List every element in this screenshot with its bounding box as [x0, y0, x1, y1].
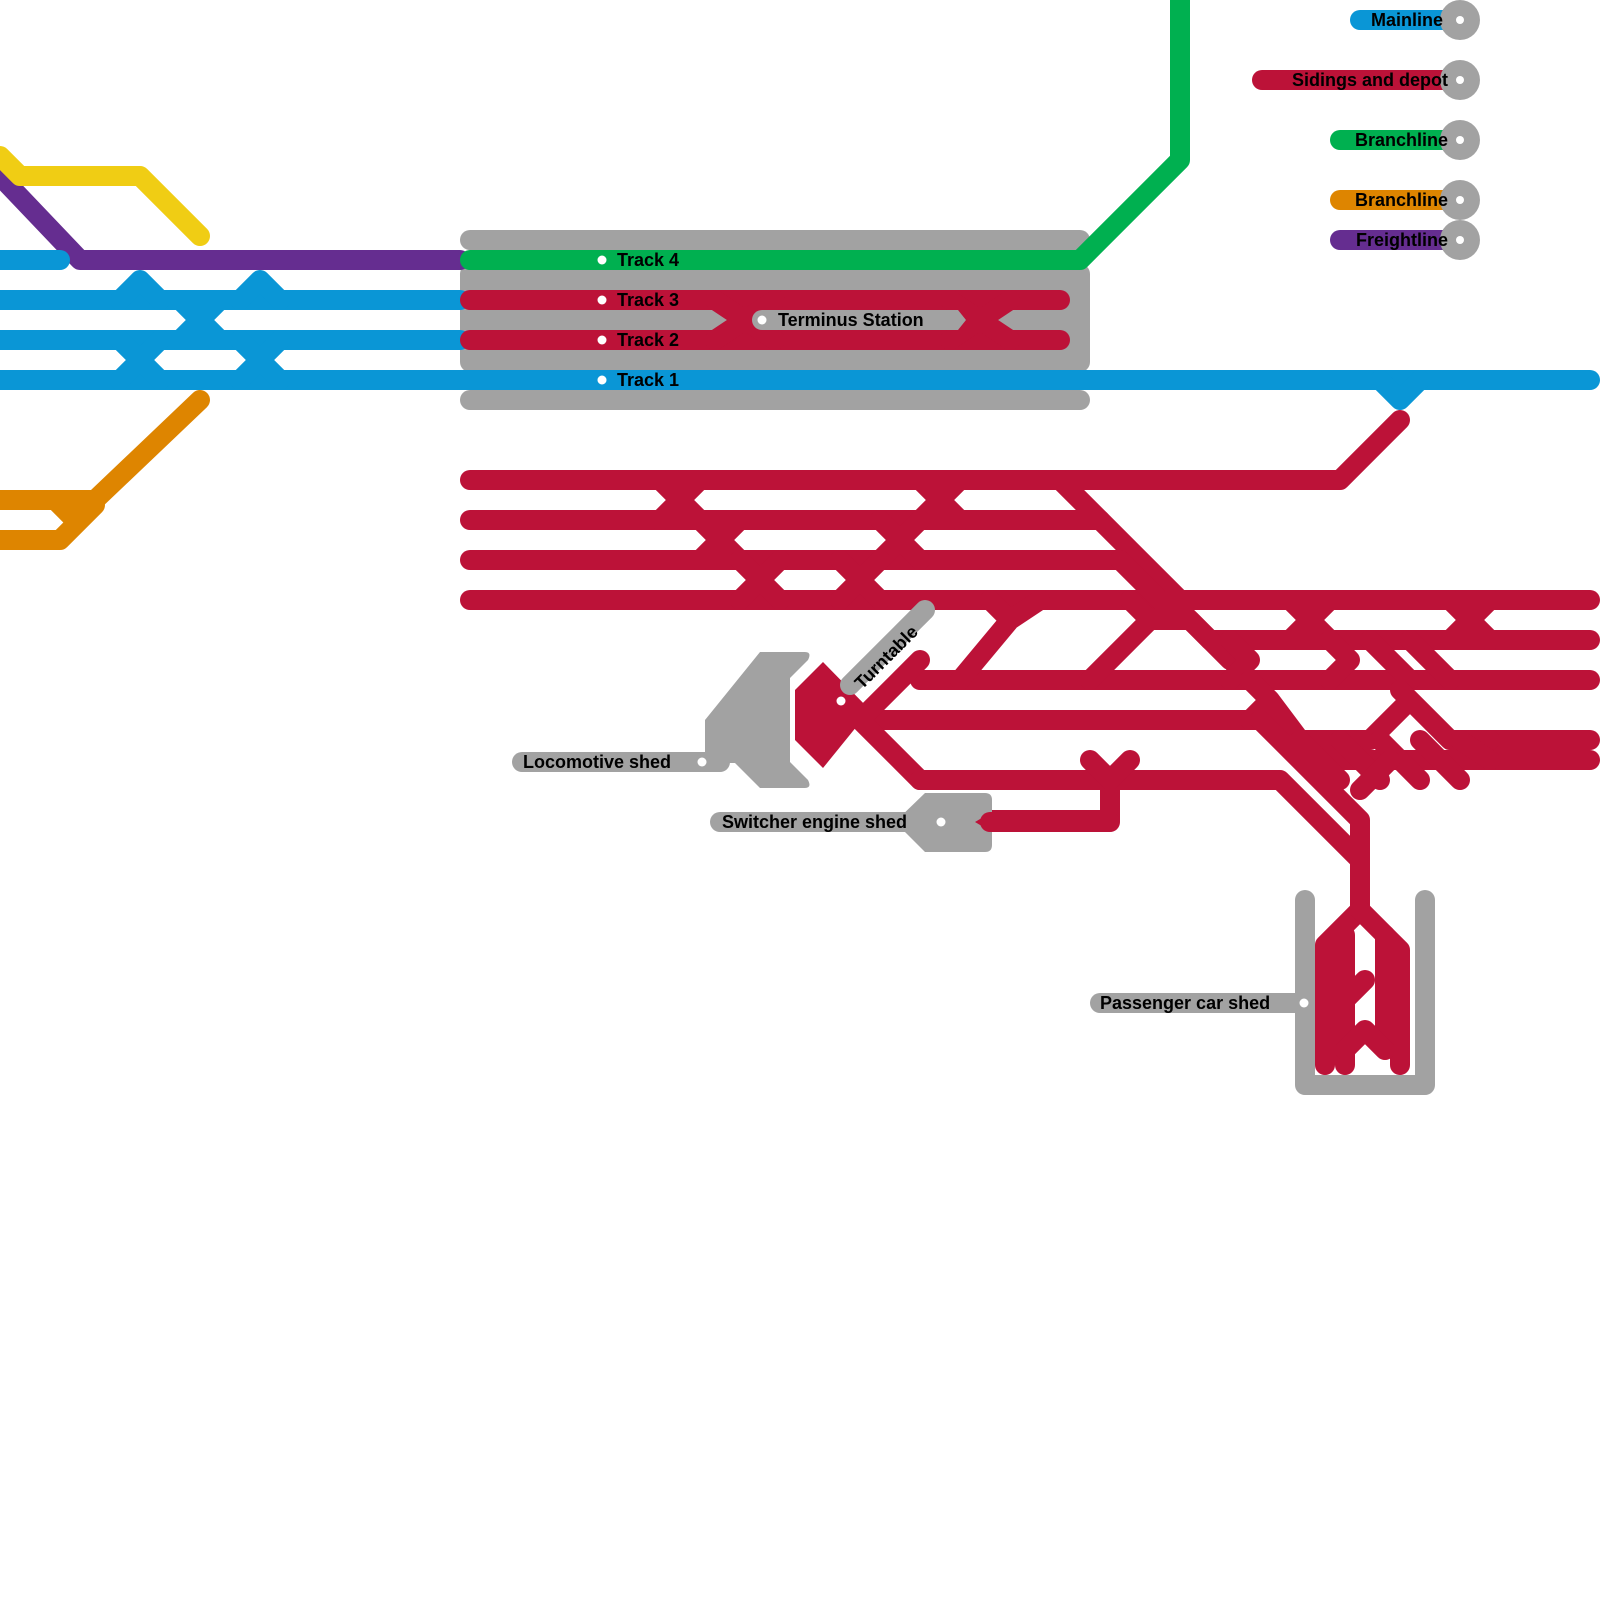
passenger-shed-crossover	[1335, 1020, 1395, 1060]
mainline-crossover	[110, 270, 170, 310]
station-crossover	[705, 290, 785, 350]
legend-item-mainline: Mainline	[1350, 0, 1480, 40]
yard-crossover	[1220, 630, 1360, 690]
locomotive-shed: Locomotive shed	[512, 652, 810, 788]
track-4-dot	[597, 255, 607, 265]
mainline-crossover	[110, 330, 170, 390]
track-2-label: Track 2	[617, 330, 679, 350]
mainline-crossover	[1370, 370, 1430, 410]
passenger-shed-track	[1350, 900, 1410, 1075]
track-2-dot	[597, 335, 607, 345]
freightline-track	[0, 166, 470, 270]
yard-crossover	[1050, 470, 1110, 530]
legend-item-freight: Freightline	[1330, 220, 1480, 260]
passenger-shed-wall	[1295, 890, 1435, 1095]
yard-crossover	[1110, 550, 1170, 610]
station-name: Terminus Station	[778, 310, 924, 330]
orange-branch-track	[0, 390, 210, 550]
track-1-label: Track 1	[617, 370, 679, 390]
yard-crossover	[1360, 630, 1460, 690]
station-name-pill	[752, 310, 966, 330]
switcher-shed: Switcher engine shed	[710, 793, 1120, 852]
locomotive-shed-dot	[697, 757, 707, 767]
legend-item-branch-orange: Branchline	[1330, 180, 1480, 220]
mainline-crossover	[170, 290, 230, 350]
legend-item-branch-green: Branchline	[1330, 120, 1480, 160]
yellow-track	[0, 146, 210, 246]
switcher-shed-dot	[936, 817, 946, 827]
orange-branch-crossover	[45, 490, 85, 530]
mainline-tracks	[0, 250, 1600, 410]
legend: Mainline Sidings and depot Branchline Br…	[1252, 0, 1480, 260]
yard-crossover	[1160, 590, 1220, 650]
legend-label: Mainline	[1371, 10, 1443, 30]
turntable-dot	[836, 696, 846, 706]
track-1-dot	[597, 375, 607, 385]
yard-track	[460, 410, 1410, 490]
track-4-label: Track 4	[617, 250, 679, 270]
legend-label: Branchline	[1355, 130, 1448, 150]
station-sidings	[460, 290, 1070, 350]
turntable-body	[795, 662, 870, 768]
track-3-dot	[597, 295, 607, 305]
passenger-car-shed: Passenger car shed	[1090, 850, 1435, 1095]
yard-crossover	[830, 550, 890, 610]
legend-dot	[1456, 236, 1464, 244]
yard-crossover	[1440, 590, 1500, 650]
green-branch-track	[460, 0, 1190, 270]
legend-label: Sidings and depot	[1292, 70, 1448, 90]
yard-sidings	[460, 410, 1600, 910]
station-labels: Track 4 Track 3 Track 2 Track 1 Terminus…	[597, 250, 966, 390]
track-3-label: Track 3	[617, 290, 679, 310]
switcher-shed-label: Switcher engine shed	[722, 812, 907, 832]
locomotive-shed-label: Locomotive shed	[523, 752, 671, 772]
yard-crossover	[1250, 710, 1370, 870]
passenger-shed-dot	[1299, 998, 1309, 1008]
legend-dot	[1456, 196, 1464, 204]
yard-crossover	[730, 550, 790, 610]
turntable-label-pill	[840, 600, 935, 695]
station-crossover	[940, 290, 1020, 350]
yard-crossover	[1350, 750, 1400, 800]
legend-dot	[1456, 16, 1464, 24]
mainline-crossover	[230, 330, 290, 390]
mainline-crossover	[230, 270, 290, 310]
passenger-shed-label: Passenger car shed	[1100, 993, 1270, 1013]
passenger-shed-crossover	[1315, 970, 1375, 1030]
yard-crossover	[950, 590, 1050, 690]
legend-label: Freightline	[1356, 230, 1448, 250]
locomotive-shed-building	[705, 652, 810, 788]
turntable: Turntable	[795, 600, 935, 768]
legend-item-sidings: Sidings and depot	[1252, 60, 1480, 100]
legend-label: Branchline	[1355, 190, 1448, 210]
yard-track	[1080, 750, 1140, 790]
station-dot	[757, 315, 767, 325]
legend-dot	[1456, 76, 1464, 84]
legend-dot	[1456, 136, 1464, 144]
